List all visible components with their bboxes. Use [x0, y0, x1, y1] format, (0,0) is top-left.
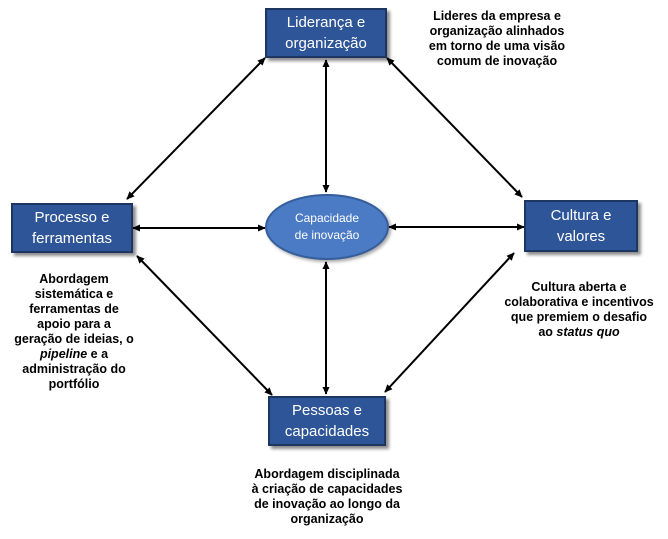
note-processo-line: ferramentas de — [29, 302, 119, 316]
note-processo-line: administração do — [22, 362, 126, 376]
note-cultura-line: que premiem o desafio — [510, 310, 648, 324]
note-cultura-line: Cultura aberta e — [531, 280, 627, 294]
note-cultura-text: ao — [538, 325, 557, 339]
node-processo-line1: Processo e — [34, 209, 110, 226]
node-centro-line1: Capacidade — [294, 211, 360, 225]
note-cultura-line: colaborativa e incentivos — [504, 295, 654, 309]
node-capacidade-inovacao: Capacidade de inovação — [265, 194, 389, 260]
node-lideranca-line2: organização — [285, 35, 367, 52]
note-pessoas-line: à criação de capacidades — [251, 482, 403, 496]
node-processo-ferramentas: Processo e ferramentas — [11, 203, 133, 253]
arrow-lideranca-processo — [126, 57, 266, 200]
note-processo-line: Abordagem — [39, 272, 109, 286]
note-processo-line: apoio para a — [37, 317, 111, 331]
note-processo-italic: pipeline — [39, 347, 88, 361]
node-pessoas-line2: capacidades — [284, 423, 370, 440]
node-lideranca-organizacao: Liderança e organização — [265, 8, 387, 58]
node-lideranca-line1: Liderança e — [286, 14, 366, 31]
note-lideranca-line: Lideres da empresa e — [433, 9, 561, 23]
note-processo-line: sistemática e — [34, 287, 114, 301]
note-lideranca-line: em torno de uma visão — [428, 39, 566, 53]
note-processo-line: portfólio — [48, 377, 100, 391]
note-pessoas-line: organização — [290, 512, 364, 526]
node-pessoas-line1: Pessoas e — [291, 402, 363, 419]
note-processo-text: e a — [87, 347, 109, 361]
node-cultura-line1: Cultura e — [550, 207, 612, 224]
note-processo: Abordagem sistemática e ferramentas de a… — [0, 272, 148, 392]
note-pessoas-line: de inovação ao longo da — [254, 497, 400, 511]
node-cultura-line2: valores — [556, 228, 606, 245]
note-lideranca-line: organização alinhados — [429, 24, 565, 38]
node-pessoas-capacidades: Pessoas e capacidades — [268, 396, 386, 446]
note-cultura: Cultura aberta e colaborativa e incentiv… — [490, 280, 668, 340]
note-lideranca: Lideres da empresa e organização alinhad… — [412, 9, 582, 69]
node-centro-line2: de inovação — [294, 228, 360, 242]
node-processo-line2: ferramentas — [31, 230, 113, 247]
note-processo-line: geração de ideias, o — [14, 332, 134, 346]
note-processo-line: pipeline e a — [0, 347, 148, 362]
arrow-lideranca-cultura — [386, 57, 523, 198]
note-cultura-italic: status quo — [556, 325, 620, 339]
note-lideranca-line: comum de inovação — [436, 54, 558, 68]
note-pessoas: Abordagem disciplinada à criação de capa… — [232, 467, 422, 527]
note-cultura-line: ao status quo — [490, 325, 668, 340]
arrow-processo-pessoas — [136, 255, 273, 396]
note-pessoas-line: Abordagem disciplinada — [254, 467, 400, 481]
node-cultura-valores: Cultura e valores — [524, 200, 638, 252]
arrow-cultura-pessoas — [384, 252, 515, 393]
